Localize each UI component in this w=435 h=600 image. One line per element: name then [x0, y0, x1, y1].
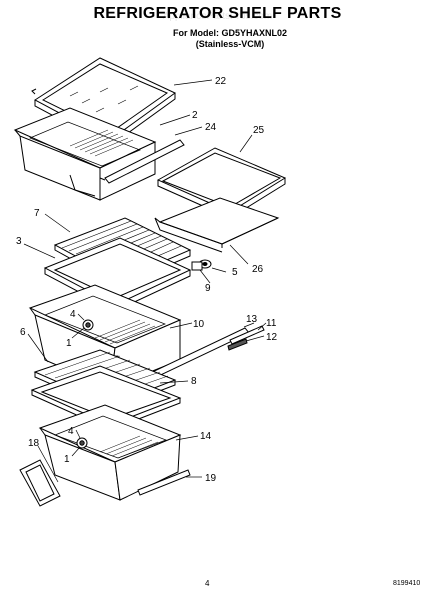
callout-25: 25 — [253, 125, 265, 136]
callout-5: 5 — [232, 267, 238, 278]
callout-1-lower: 1 — [64, 454, 70, 465]
callout-leader-lines — [23, 79, 267, 483]
part-11-hardware — [229, 325, 265, 345]
model-number: For Model: GD5YHAXNL02 — [172, 28, 287, 38]
part-2-upper-drawer — [13, 107, 157, 201]
callout-22: 22 — [215, 76, 227, 87]
callout-numbers: 22 2 24 25 7 3 5 26 9 10 13 11 12 4 1 6 … — [16, 76, 278, 484]
model-info: For Model: GD5YHAXNL02 (Stainless-VCM) — [160, 28, 300, 50]
part-12-hardware — [227, 338, 248, 351]
callout-24: 24 — [205, 122, 217, 133]
callout-12: 12 — [266, 332, 278, 343]
part-26-slide-shelf — [154, 197, 280, 253]
page-number: 4 — [205, 579, 210, 588]
callout-19: 19 — [205, 473, 217, 484]
callout-6: 6 — [20, 327, 26, 338]
document-number: 8199410 — [393, 580, 421, 587]
part-19-rod — [137, 469, 191, 496]
part-9-bracket — [191, 261, 203, 271]
callout-7: 7 — [34, 208, 40, 219]
page-title: REFRIGERATOR SHELF PARTS — [93, 5, 342, 22]
callout-11: 11 — [266, 318, 277, 329]
callout-14: 14 — [200, 431, 212, 442]
part-24-rod — [99, 139, 185, 184]
watermark-text: AppliancePartsPros.com — [162, 11, 273, 22]
callout-4-lower: 4 — [68, 426, 74, 437]
part-4-slide-lower — [76, 437, 88, 449]
callout-13: 13 — [246, 314, 258, 325]
callout-26: 26 — [252, 264, 264, 275]
callout-4-upper: 4 — [70, 309, 76, 320]
part-18-label-frame — [19, 459, 61, 507]
callout-10: 10 — [193, 319, 205, 330]
callout-18: 18 — [28, 438, 40, 449]
callout-8: 8 — [191, 376, 197, 387]
part-14-bottom-drawer — [38, 404, 182, 501]
callout-2: 2 — [192, 110, 198, 121]
model-variant: (Stainless-VCM) — [195, 39, 265, 49]
callout-9: 9 — [205, 283, 211, 294]
callout-1-upper: 1 — [66, 338, 72, 349]
callout-3: 3 — [16, 236, 22, 247]
part-4-slide-upper — [82, 319, 94, 331]
